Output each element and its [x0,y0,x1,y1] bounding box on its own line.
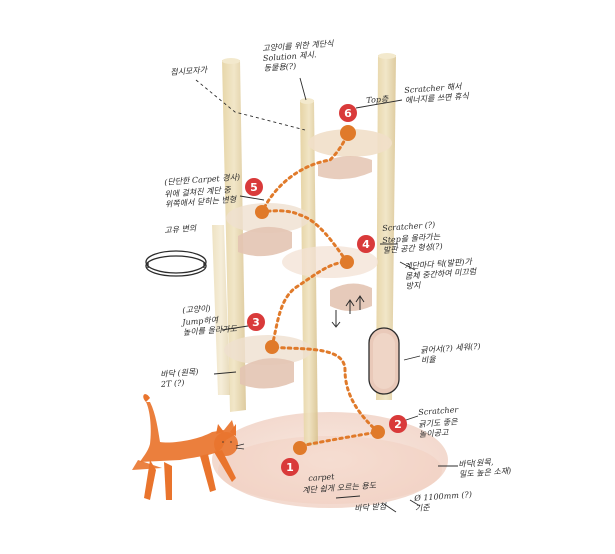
note-right-mid: 계단마다 턱(발판)가 몸체 중간하여 미끄럼 방지 [404,257,477,291]
cat-face [222,441,245,450]
step-3-note: Jump하여 높이를 올라가도 [182,315,238,337]
step-3-label: (고양이) [182,304,211,315]
note-top-center: 고양이를 위한 계단식 Solution 제시. 동물용(?) [262,39,334,73]
leader-lines [195,77,458,513]
step-number-4: 4 [362,238,370,251]
drop-arrows [331,295,365,328]
step-6-label: Top층 [366,94,389,105]
note-right-base: 바닥(원목, 밀도 높은 소재) [458,457,512,479]
step-2-note: 긁기도 좋은 놀이공고 [418,417,458,439]
step-marker-5: 5 [245,178,263,196]
step-dots [255,125,385,455]
note-left-low: 바닥 (원목) 2T (?) [160,367,199,389]
step-number-2: 2 [394,418,402,431]
base-disc-shadow [218,436,442,504]
climb-path [259,131,382,449]
scratcher-capsule [368,327,400,395]
step-marker-4: 4 [357,235,375,253]
step-number-6: 6 [344,107,352,120]
step-4-note: Step을 올라가는 발판 공간 형성(?) [382,231,443,255]
step-marker-6: 6 [339,104,357,122]
step-marker-2: 2 [389,415,407,433]
step-marker-3: 3 [247,313,265,331]
step-number-3: 3 [252,316,260,329]
step-number-5: 5 [250,181,258,194]
step-1-label: carpet [308,472,335,483]
cat-illustration [132,394,238,500]
platforms [224,129,392,389]
step-number-1: 1 [286,461,294,474]
collar-sketch [145,250,207,277]
step-marker-1: 1 [281,458,299,476]
base-disc [212,412,448,508]
note-bottom-right: Ø 1100mm (?) 기준 [414,489,473,513]
note-right-capsule: 긁어서(?) 세워(?) 비율 [420,341,481,365]
